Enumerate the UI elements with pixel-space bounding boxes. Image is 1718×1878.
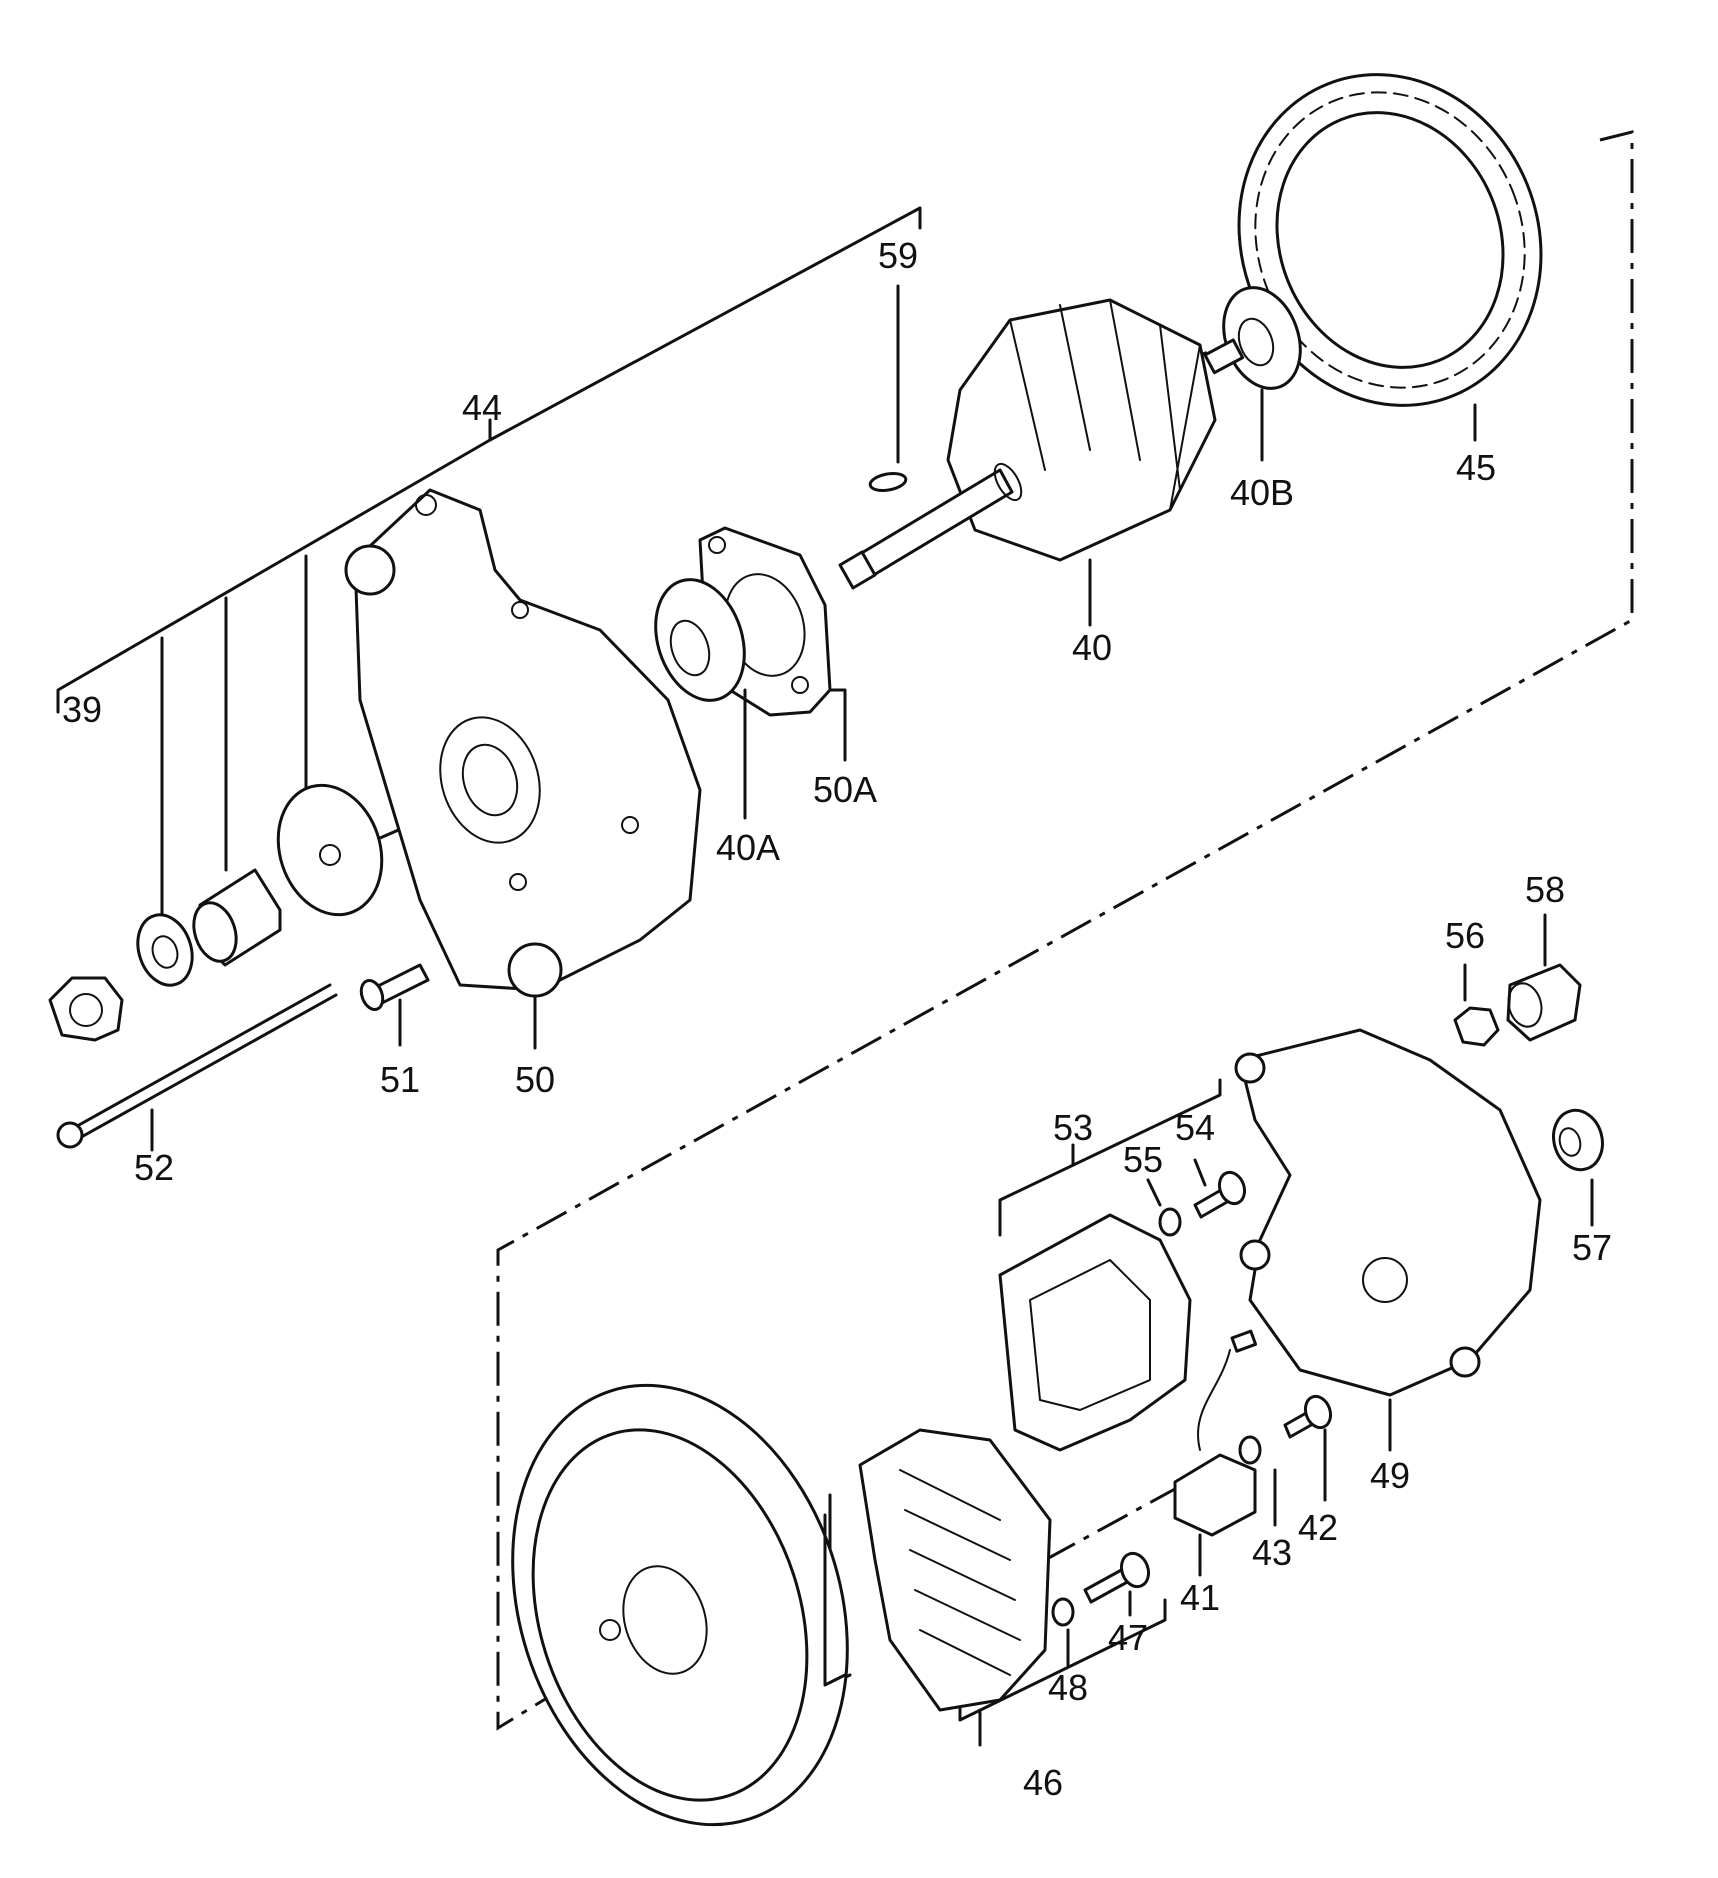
screw-51 [359, 963, 430, 1047]
washer-55 [1146, 1178, 1182, 1237]
rear-cover-49 [1234, 1028, 1542, 1452]
bracket-44 [56, 206, 922, 942]
slip-ring-end-housing [511, 1383, 849, 1827]
label-53: 53 [1053, 1107, 1093, 1148]
label-56: 56 [1445, 915, 1485, 956]
rotor-40 [838, 298, 1245, 627]
label-50A: 50A [813, 769, 877, 810]
spacer-sleeve [192, 868, 282, 967]
label-47: 47 [1108, 1617, 1148, 1658]
through-bolt-52 [56, 983, 338, 1152]
washer-43 [1238, 1435, 1277, 1527]
label-40B: 40B [1230, 472, 1294, 513]
label-45: 45 [1456, 447, 1496, 488]
label-59: 59 [878, 235, 918, 276]
label-57: 57 [1572, 1227, 1612, 1268]
label-48: 48 [1048, 1667, 1088, 1708]
label-55: 55 [1123, 1139, 1163, 1180]
rectifier-46 [828, 1428, 1167, 1747]
stator-45 [1237, 73, 1543, 442]
pulley-nut-39 [48, 976, 124, 1042]
woodruff-key-59 [868, 284, 908, 492]
nut-56 [1453, 963, 1500, 1047]
label-49: 49 [1370, 1455, 1410, 1496]
label-54: 54 [1175, 1107, 1215, 1148]
screw-47 [1083, 1551, 1151, 1617]
label-50: 50 [515, 1059, 555, 1100]
label-44: 44 [462, 387, 502, 428]
drive-end-housing-50 [344, 488, 702, 1050]
part-labels: 59 44 40B 45 40 39 50A 40A 58 56 51 50 5… [62, 235, 1612, 1803]
axis-line-regulator [1044, 1476, 1196, 1562]
bearing-40A [654, 578, 747, 820]
label-43: 43 [1252, 1532, 1292, 1573]
assembly-boundary-line [496, 130, 1634, 1731]
label-42: 42 [1298, 1507, 1338, 1548]
label-41: 41 [1180, 1577, 1220, 1618]
label-40: 40 [1072, 627, 1112, 668]
label-40A: 40A [716, 827, 780, 868]
label-46: 46 [1023, 1762, 1063, 1803]
regulator-41 [1173, 1329, 1258, 1577]
washer-48 [1051, 1597, 1075, 1667]
label-58: 58 [1525, 869, 1565, 910]
fan-disc [276, 783, 384, 917]
nut-57 [1552, 1108, 1604, 1227]
label-51: 51 [380, 1059, 420, 1100]
screw-42 [1283, 1394, 1333, 1502]
cap-58 [1506, 913, 1582, 1042]
label-52: 52 [134, 1147, 174, 1188]
lock-washer [136, 913, 194, 987]
label-39: 39 [62, 689, 102, 730]
brush-holder-53 [998, 1078, 1222, 1452]
screw-54 [1193, 1158, 1247, 1219]
